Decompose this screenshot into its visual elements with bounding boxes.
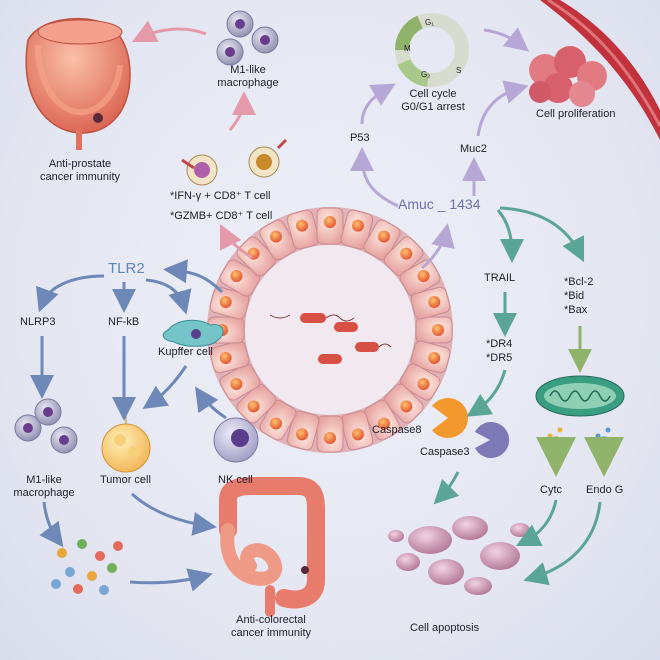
epithelial-nucleus [428, 296, 441, 309]
muc2-label: Muc2 [460, 143, 487, 155]
arrow-kupffer-to-tumor [142, 365, 188, 409]
apoptosis-label: Cell apoptosis [410, 622, 480, 634]
arrow-macrophage-to-prostate [131, 20, 207, 43]
trail-label: TRAIL [484, 272, 516, 284]
epithelial-nucleus [219, 351, 232, 364]
arrow-cellcycle-to-proliferation [483, 27, 530, 52]
tumor-cell-icon [101, 407, 151, 473]
mitochondrion-icon [535, 375, 625, 417]
tumor-cell-label: Tumor cell [100, 474, 151, 486]
m1-macrophage-left-icon [14, 398, 78, 454]
kupffer-cell-icon [162, 319, 224, 347]
caspase8-icon [432, 397, 468, 438]
arrow-amuc-to-p53 [350, 147, 399, 208]
tcell-gzmb-label: *GZMB+ CD8⁺ T cell [170, 210, 273, 222]
cell-cycle-icon [395, 13, 469, 87]
bacterium-icon [300, 313, 326, 323]
kupffer-label: Kupffer cell [158, 346, 213, 358]
cell-proliferation-icon [529, 46, 607, 107]
epithelial-nucleus [270, 230, 282, 243]
arrow-ring-to-tcell [219, 223, 253, 260]
cytc-label: Cytc [540, 484, 562, 496]
arrow-ring-to-tlr2 [163, 259, 224, 294]
nk-cell-icon [213, 417, 259, 463]
epithelial-nucleus [378, 417, 390, 430]
cell-proliferation-label: Cell proliferation [536, 108, 616, 120]
phase-g2: G₂ [421, 70, 431, 79]
epithelial-nucleus [324, 432, 336, 444]
amuc-label: Amuc _ 1434 [398, 196, 481, 212]
arrow-tcell-to-macrophage [228, 91, 256, 131]
bid-label: *Bid [564, 290, 585, 302]
arrow-amuc-to-bcl2 [499, 206, 585, 263]
apoptotic-fragments-icon [388, 516, 530, 595]
epithelial-nucleus [432, 324, 444, 336]
arrow-nk-to-ring [195, 386, 227, 420]
dr5-label: *DR5 [486, 352, 513, 364]
tcell-ifng-label: *IFN-γ + CD8⁺ T cell [170, 190, 271, 202]
caspase3-label: Caspase3 [420, 446, 470, 458]
arrow-dr-to-caspase8 [466, 369, 507, 417]
arrow-cytokines-to-colon [129, 568, 213, 592]
endog-label: Endo G [586, 484, 624, 496]
cytokine-dots-icon [51, 539, 123, 595]
bcl2-label: *Bcl-2 [564, 276, 594, 288]
epithelial-nucleus [400, 400, 413, 413]
epithelial-nucleus [400, 247, 413, 260]
epithelial-nucleus [417, 270, 430, 282]
bax-label: *Bax [564, 304, 588, 316]
epithelial-nucleus [230, 270, 243, 282]
arrow-p53-to-cellcycle [360, 83, 396, 125]
arrow-muc2-to-proliferation [476, 80, 529, 137]
cd8-t-cells-icon [181, 138, 288, 186]
epithelial-nucleus [219, 296, 232, 309]
colon-icon [219, 477, 325, 617]
epithelial-nucleus [378, 230, 390, 243]
arrow-cytc-to-apoptosis [515, 499, 558, 547]
arrow-amuc-to-trail [496, 209, 524, 263]
arrow-tlr2-to-nlrp3 [36, 274, 105, 313]
epithelial-nucleus [351, 428, 364, 441]
epithelial-ring-icon [207, 207, 453, 453]
p53-label: P53 [350, 132, 370, 144]
epithelial-nucleus [270, 417, 282, 430]
arrow-caspase3-to-apoptosis [433, 471, 460, 505]
epithelial-nucleus [296, 219, 309, 232]
tlr2-label: TLR2 [108, 260, 145, 277]
caspase8-label: Caspase8 [372, 424, 422, 436]
nfkb-label: NF-kB [108, 316, 140, 328]
phase-s: S [456, 66, 462, 75]
epithelial-nucleus [296, 428, 309, 441]
dr4-label: *DR4 [486, 338, 513, 350]
arrow-endog-to-apoptosis [523, 501, 602, 586]
blood-vessel-icon [540, 0, 660, 140]
phase-g1: G₁ [425, 18, 434, 27]
epithelial-nucleus [428, 351, 441, 364]
epithelial-nucleus [324, 216, 336, 228]
epithelial-nucleus [247, 400, 260, 413]
prostate-icon [25, 17, 131, 150]
nlrp3-label: NLRP3 [20, 316, 56, 328]
arrow-amuc-to-ring [421, 223, 455, 270]
arrow-tumor-to-colon [130, 492, 217, 536]
epithelial-nucleus [417, 378, 430, 390]
m1-macrophage-top-icon [216, 10, 279, 66]
epithelial-nucleus [230, 378, 243, 390]
epithelial-nucleus [351, 219, 364, 232]
arrow-tlr2-to-kupffer [145, 278, 192, 315]
caspase3-icon [475, 422, 510, 458]
nk-cell-label: NK cell [218, 474, 253, 486]
arrow-m1-to-cytokines [39, 501, 64, 548]
phase-m: M [404, 44, 411, 53]
